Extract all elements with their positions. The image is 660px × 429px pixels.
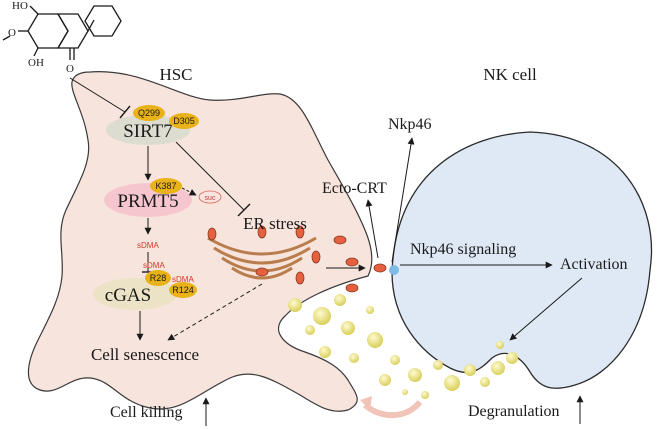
granule — [433, 360, 443, 370]
granule — [349, 353, 359, 363]
q299-badge — [133, 105, 165, 121]
r28-badge — [145, 270, 171, 286]
granule — [341, 321, 355, 335]
granule — [319, 346, 331, 358]
granule — [313, 307, 331, 325]
q299-label: Q299 — [138, 108, 160, 118]
nkp46-signaling-label: Nkp46 signaling — [410, 241, 516, 258]
compound-o-label: O — [8, 27, 16, 39]
granule — [367, 332, 383, 348]
sirt7-label: SIRT7 — [123, 121, 173, 142]
k387-to-suc-arrow — [181, 187, 197, 196]
arrowhead-icon — [360, 396, 372, 410]
granule — [464, 364, 476, 376]
granules — [288, 294, 518, 399]
flavone-compound-icon — [2, 5, 122, 60]
sirt7-inhibits-er-stress — [175, 141, 245, 211]
compound-carbonyl-label: O — [66, 63, 74, 75]
granule — [390, 355, 400, 365]
inhibit-bar-icon — [237, 203, 251, 217]
hsc-label: HSC — [159, 65, 192, 84]
activation-to-degranulation-arrow — [509, 277, 583, 341]
d305-badge — [169, 113, 199, 129]
nk-cell-body — [391, 131, 653, 389]
granule — [288, 298, 302, 312]
granule — [305, 325, 315, 335]
er-stress-label: ER stress — [243, 214, 307, 233]
granule — [421, 391, 429, 399]
er-ribosomes — [207, 225, 359, 293]
suc-node — [198, 190, 222, 204]
granule — [480, 377, 490, 387]
inhibit-bar-icon — [119, 105, 131, 119]
granule — [366, 306, 374, 314]
granule — [491, 361, 505, 375]
er-stress-organelle — [207, 236, 317, 280]
k387-label: K387 — [155, 181, 176, 191]
r124-badge — [169, 282, 197, 298]
ecto-crt-arrow — [365, 199, 379, 259]
d305-label: D305 — [173, 116, 195, 126]
granule — [506, 352, 518, 364]
activation-label: Activation — [560, 256, 628, 273]
nk-cell-label: NK cell — [483, 65, 537, 84]
degranulation-label: Degranulation — [468, 403, 560, 420]
r124-label: R124 — [172, 285, 194, 295]
suc-label: suc — [205, 195, 216, 202]
degranulation-return-arrow — [363, 399, 423, 419]
er-stress-to-senescence-arrow — [167, 283, 263, 341]
granule — [444, 375, 460, 391]
sirt7-node — [106, 115, 190, 145]
ecto-crt-label: Ecto-CRT — [322, 180, 387, 197]
prmt5-label: PRMT5 — [117, 191, 178, 212]
r28-label: R28 — [150, 273, 167, 283]
granule — [402, 389, 408, 395]
granule — [334, 294, 346, 306]
nkp46-label: Nkp46 — [388, 116, 432, 133]
compound-oh-label: HO — [12, 0, 28, 12]
nkp46-arrow — [391, 137, 415, 263]
granule — [379, 374, 391, 386]
cell-killing-label: Cell killing — [110, 404, 182, 421]
sdma-r28-label: sDMA — [143, 261, 165, 270]
nkp46-receptor-dot — [389, 265, 399, 275]
k387-badge — [150, 178, 182, 194]
hsc-cell-body — [27, 71, 373, 412]
compound-inhibits-sirt7 — [69, 77, 126, 113]
compound-oh-label-2: OH — [28, 57, 44, 69]
cgas-node — [93, 278, 177, 310]
granule — [496, 341, 504, 349]
cgas-label: cGAS — [105, 285, 151, 306]
sdma-r124-label: sDMA — [172, 275, 194, 284]
cell-senescence-label: Cell senescence — [91, 345, 199, 364]
sdma-label: sDMA — [137, 241, 159, 250]
granule — [408, 368, 422, 382]
ecto-crt-dot — [373, 263, 387, 273]
